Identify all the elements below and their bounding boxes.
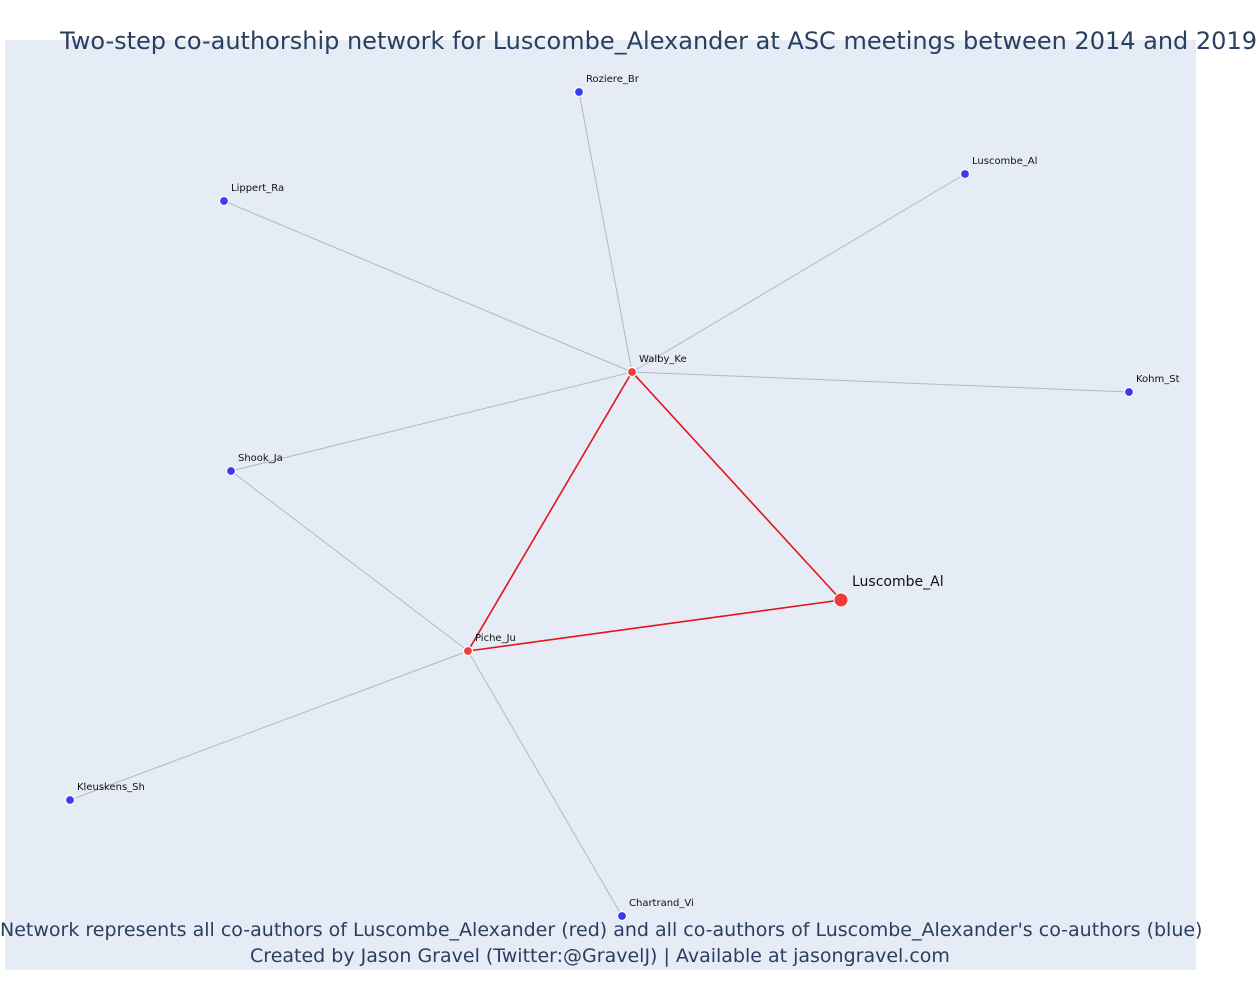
node-Roziere_Br[interactable] [573,86,585,98]
node-label-Shook_Ja: Shook_Ja [238,453,283,464]
caption-line-2: Created by Jason Gravel (Twitter:@Gravel… [250,945,950,967]
edge-Walby_Ke-Kohm_St [631,371,1130,393]
node-label-Walby_Ke: Walby_Ke [639,354,687,365]
edge-Walby_Ke-Piche_Ju [467,371,633,652]
node-Piche_Ju[interactable] [462,645,474,657]
node-Luscombe_Al_focal[interactable] [833,592,849,608]
nodes-layer [64,86,1135,922]
node-label-Chartrand_Vi: Chartrand_Vi [629,898,694,909]
edge-Walby_Ke-Luscombe_Al_focal [631,371,842,601]
node-label-Lippert_Ra: Lippert_Ra [231,183,284,194]
node-Walby_Ke[interactable] [626,366,638,378]
node-Luscombe_Al_blue[interactable] [959,168,971,180]
edge-Piche_Ju-Luscombe_Al_focal [467,599,842,652]
node-Shook_Ja[interactable] [225,465,237,477]
plot-area [5,40,1196,970]
node-label-Piche_Ju: Piche_Ju [475,633,516,644]
node-Kohm_St[interactable] [1123,386,1135,398]
caption-line-1: Network represents all co-authors of Lus… [0,919,1203,941]
edge-Piche_Ju-Chartrand_Vi [467,650,623,917]
edge-Walby_Ke-Luscombe_Al_blue [631,173,966,373]
edges-layer [69,91,1130,917]
edge-Piche_Ju-Kleuskens_Sh [69,650,469,801]
network-graph: Luscombe_AlWalby_KePiche_JuRoziere_BrLus… [64,74,1180,922]
node-Chartrand_Vi[interactable] [616,910,628,922]
chart-title: Two-step co-authorship network for Lusco… [60,27,1257,55]
node-label-Roziere_Br: Roziere_Br [586,74,640,85]
edge-Piche_Ju-Shook_Ja [230,470,469,652]
node-Kleuskens_Sh[interactable] [64,794,76,806]
node-label-Luscombe_Al_blue: Luscombe_Al [972,156,1037,167]
node-Lippert_Ra[interactable] [218,195,230,207]
edge-Walby_Ke-Lippert_Ra [223,200,633,373]
edge-Walby_Ke-Shook_Ja [230,371,633,472]
node-label-Kohm_St: Kohm_St [1136,374,1180,385]
node-label-Luscombe_Al_focal: Luscombe_Al [852,574,944,590]
labels-layer: Luscombe_AlWalby_KePiche_JuRoziere_BrLus… [77,74,1180,909]
edge-Walby_Ke-Roziere_Br [578,91,633,373]
node-label-Kleuskens_Sh: Kleuskens_Sh [77,782,145,793]
